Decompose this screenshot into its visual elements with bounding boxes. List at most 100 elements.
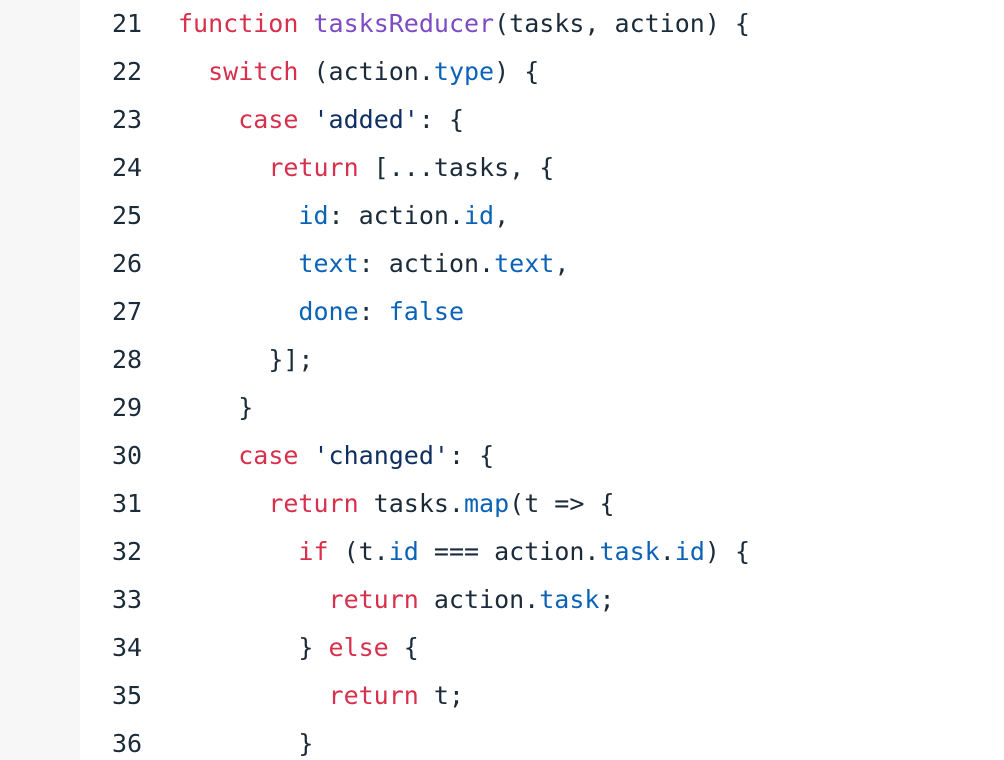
code-text[interactable]: } — [178, 384, 253, 432]
token-plain: (action. — [298, 57, 434, 86]
token-keyword: return — [328, 681, 419, 710]
token-plain — [298, 441, 313, 470]
token-plain: : — [358, 297, 389, 326]
line-number: 23 — [112, 105, 143, 134]
token-property: id — [388, 537, 419, 566]
line-number: 27 — [112, 297, 143, 326]
line-number: 31 — [112, 489, 143, 518]
token-property: id — [298, 201, 329, 230]
code-line[interactable]: 25 id: action.id, — [80, 192, 1004, 240]
indent — [178, 585, 329, 614]
code-text[interactable]: } else { — [178, 624, 419, 672]
token-plain: } — [298, 729, 314, 758]
token-plain: ; — [599, 585, 615, 614]
code-line[interactable]: 27 done: false — [80, 288, 1004, 336]
token-plain — [298, 105, 313, 134]
code-text[interactable]: return tasks.map(t => { — [178, 480, 615, 528]
line-number: 32 — [112, 537, 143, 566]
code-line[interactable]: 26 text: action.text, — [80, 240, 1004, 288]
indent — [178, 537, 298, 566]
token-keyword: else — [328, 633, 389, 662]
token-keyword: switch — [208, 57, 299, 86]
token-keyword: case — [238, 441, 299, 470]
token-plain: === action. — [418, 537, 600, 566]
line-number: 35 — [112, 681, 143, 710]
code-text[interactable]: id: action.id, — [178, 192, 509, 240]
code-text[interactable]: if (t.id === action.task.id) { — [178, 528, 750, 576]
code-line[interactable]: 36 } — [80, 720, 1004, 760]
code-line[interactable]: 30 case 'changed': { — [80, 432, 1004, 480]
token-property: text — [494, 249, 555, 278]
token-property: false — [388, 297, 465, 326]
line-number: 26 — [112, 249, 143, 278]
token-plain: : { — [418, 105, 465, 134]
token-plain: (tasks, action) { — [494, 9, 750, 38]
indent — [178, 57, 208, 86]
code-text[interactable]: }]; — [178, 336, 313, 384]
token-plain: t; — [418, 681, 464, 710]
line-number: 30 — [112, 441, 143, 470]
indent — [178, 393, 238, 422]
token-property: done — [298, 297, 359, 326]
line-number: 24 — [112, 153, 143, 182]
code-text[interactable]: switch (action.type) { — [178, 48, 539, 96]
code-line[interactable]: 31 return tasks.map(t => { — [80, 480, 1004, 528]
code-line[interactable]: 32 if (t.id === action.task.id) { — [80, 528, 1004, 576]
token-plain — [298, 9, 313, 38]
token-plain: : action. — [328, 201, 464, 230]
line-number: 21 — [112, 9, 143, 38]
token-string: 'added' — [313, 105, 419, 134]
token-plain: [...tasks, { — [358, 153, 555, 182]
token-plain: { — [388, 633, 419, 662]
token-plain: action. — [418, 585, 540, 614]
line-number: 29 — [112, 393, 143, 422]
left-gutter — [0, 0, 80, 760]
code-text[interactable]: function tasksReducer(tasks, action) { — [178, 0, 750, 48]
indent — [178, 201, 298, 230]
code-line[interactable]: 28 }]; — [80, 336, 1004, 384]
code-line[interactable]: 33 return action.task; — [80, 576, 1004, 624]
code-line[interactable]: 34 } else { — [80, 624, 1004, 672]
token-property: text — [298, 249, 359, 278]
token-plain: (t => { — [509, 489, 615, 518]
code-line[interactable]: 21 function tasksReducer(tasks, action) { — [80, 0, 1004, 48]
token-plain: } — [298, 633, 329, 662]
token-plain: tasks. — [358, 489, 464, 518]
token-property: id — [464, 201, 495, 230]
indent — [178, 729, 298, 758]
code-line[interactable]: 22 switch (action.type) { — [80, 48, 1004, 96]
code-line[interactable]: 23 case 'added': { — [80, 96, 1004, 144]
token-plain: } — [238, 393, 254, 422]
token-string: 'changed' — [313, 441, 449, 470]
token-keyword: return — [268, 489, 359, 518]
code-text[interactable]: done: false — [178, 288, 464, 336]
token-plain: ) { — [494, 57, 540, 86]
indent — [178, 249, 298, 278]
token-plain: , — [494, 201, 510, 230]
line-number: 33 — [112, 585, 143, 614]
indent — [178, 441, 238, 470]
token-property: type — [433, 57, 495, 86]
token-plain: : { — [448, 441, 495, 470]
code-editor[interactable]: 21 function tasksReducer(tasks, action) {… — [80, 0, 1004, 760]
code-line[interactable]: 29 } — [80, 384, 1004, 432]
code-text[interactable]: } — [178, 720, 313, 760]
line-number: 25 — [112, 201, 143, 230]
token-property: map — [463, 489, 510, 518]
token-property: task — [599, 537, 660, 566]
code-line[interactable]: 24 return [...tasks, { — [80, 144, 1004, 192]
line-number: 34 — [112, 633, 143, 662]
code-text[interactable]: return action.task; — [178, 576, 615, 624]
code-text[interactable]: return [...tasks, { — [178, 144, 554, 192]
code-block[interactable]: 21 function tasksReducer(tasks, action) {… — [80, 0, 1004, 760]
code-text[interactable]: text: action.text, — [178, 240, 569, 288]
code-line[interactable]: 35 return t; — [80, 672, 1004, 720]
token-function: tasksReducer — [313, 9, 495, 38]
code-text[interactable]: case 'changed': { — [178, 432, 494, 480]
indent — [178, 297, 298, 326]
code-text[interactable]: case 'added': { — [178, 96, 464, 144]
indent — [178, 345, 268, 374]
code-text[interactable]: return t; — [178, 672, 464, 720]
line-number: 36 — [112, 729, 143, 758]
indent — [178, 105, 238, 134]
